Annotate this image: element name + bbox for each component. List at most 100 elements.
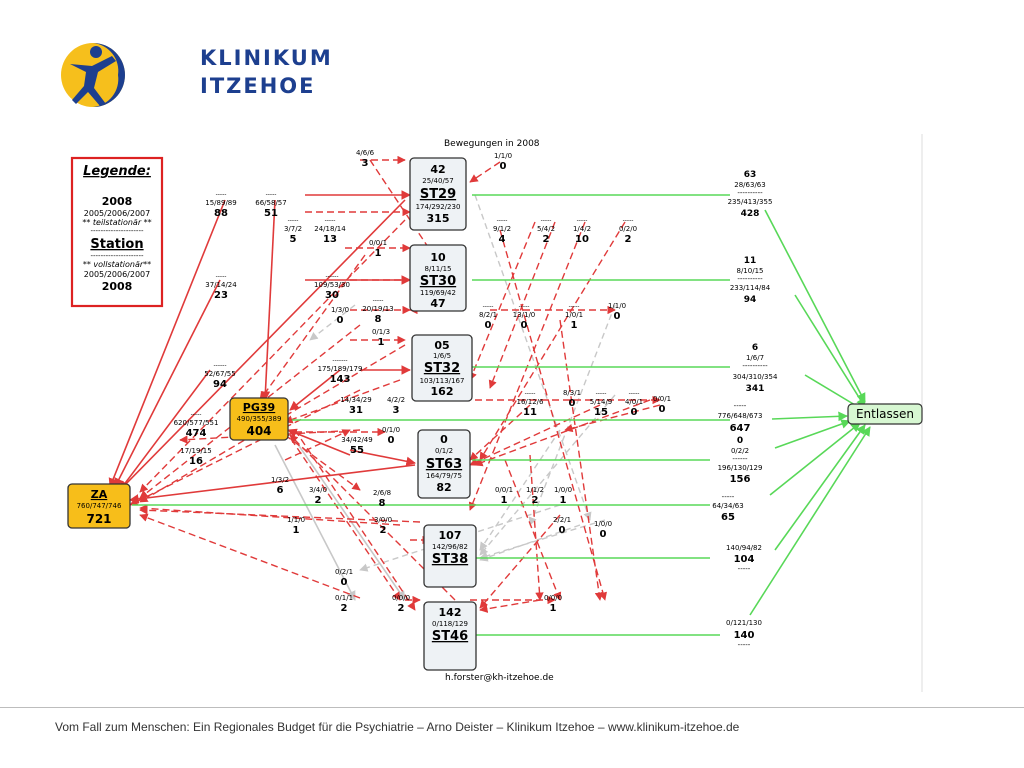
st32-name: ST32 (424, 361, 460, 376)
flow-label-value: 8 (379, 498, 386, 509)
flow-label-value: 0 (521, 320, 528, 331)
node-entlassen: Entlassen (847, 403, 923, 425)
red-solid-flows (108, 190, 416, 504)
pg39-name: PG39 (243, 401, 275, 414)
flow-label-divider: ----- (266, 191, 277, 198)
grey-solid-flows (274, 439, 406, 601)
logo-icon (61, 43, 125, 107)
flow-label-divider: ----- (541, 217, 552, 224)
legend-title: Legende: (83, 164, 151, 179)
flow-label-sub: 0/0/1 (653, 395, 671, 403)
flow-label-divider: ------- (332, 357, 347, 364)
flow-label-divider: ----- (525, 390, 536, 397)
logo-text-line2: ITZEHOE (200, 74, 316, 98)
node-st63: 0 0/1/2 ST63 164/79/75 82 (417, 429, 471, 499)
flow-label-sub: 4/2/2 (387, 396, 405, 404)
flow-label-sub: 1/3/2 (271, 476, 289, 484)
flow-label-sub: 1/1/0 (608, 302, 626, 310)
flow-label-divider: ----- (623, 217, 634, 224)
flow-label-value: 0 (341, 577, 348, 588)
flow-label-divider: ----- (373, 297, 384, 304)
flow-label-sub: 24/18/14 (314, 225, 346, 233)
st63-top: 0 (440, 433, 448, 446)
legend-years: 2005/2006/2007 (84, 209, 150, 218)
r29-e: 428 (741, 209, 760, 219)
flow-label-value: 1 (560, 495, 567, 506)
flow-label-value: 474 (186, 428, 207, 439)
footer-divider (0, 707, 1024, 708)
flow-label-sub: 1/3/0 (331, 306, 349, 314)
red-dashed-flows (129, 155, 661, 613)
right-labels: 63 28/63/63 ---------- 235/413/355 428 1… (712, 170, 778, 649)
flow-label-value: 0 (500, 161, 507, 172)
rpg-c: 647 (730, 423, 751, 434)
rza-b: 64/34/63 (712, 502, 743, 510)
flow-label-value: 1 (293, 525, 300, 536)
flow-label-value: 1 (378, 337, 385, 348)
logo-text-line1: KLINIKUM (200, 46, 333, 70)
flow-labels: 4/6/631/1/00-----15/89/8988-----66/58/57… (174, 149, 671, 614)
flow-label-sub: 5/14/9 (590, 398, 613, 406)
flow-label-divider: ----- (497, 217, 508, 224)
flow-label-sub: 620/577/551 (174, 419, 219, 427)
st63-sub: 0/1/2 (435, 447, 453, 455)
flow-label-sub: 0/1/1 (335, 594, 353, 602)
legend-divider: --------------------- (90, 227, 144, 235)
st29-sub: 25/40/57 (422, 177, 453, 185)
node-st32: 05 1/6/5 ST32 103/113/167 162 (411, 334, 473, 402)
flow-label-sub: 175/189/179 (318, 365, 363, 373)
flow-label-value: 0 (659, 404, 666, 415)
flow-label-sub: 34/42/49 (341, 436, 372, 444)
pg39-sub: 490/355/389 (237, 415, 282, 423)
st29-name: ST29 (420, 187, 456, 202)
r46-c: ----- (738, 641, 751, 649)
flow-label-sub: 3/7/2 (284, 225, 302, 233)
flow-label-sub: 17/19/15 (180, 447, 211, 455)
flow-label-value: 4 (499, 234, 506, 245)
node-st46: 142 0/118/129 ST46 (423, 601, 477, 671)
flow-label-sub: 2/2/1 (553, 516, 571, 524)
flow-label-sub: 52/67/55 (204, 370, 235, 378)
flow-label-value: 1 (375, 248, 382, 259)
flow-label-sub: 0/0/0 (392, 594, 410, 602)
flow-label-value: 8 (375, 314, 382, 325)
green-flows (132, 194, 871, 636)
flow-label-value: 2 (341, 603, 348, 614)
flow-label-value: 0 (631, 407, 638, 418)
flow-label-divider: ----- (216, 273, 227, 280)
st32-bottom: 162 (431, 385, 454, 398)
r63-b: 0/2/2 (731, 447, 749, 455)
flow-label-sub: 0/0/1 (369, 239, 387, 247)
flow-label-sub: 0/1/3 (372, 328, 390, 336)
flow-label-divider: ----- (483, 303, 494, 310)
st29-bottom: 315 (427, 212, 450, 225)
rpg-b: 776/648/673 (718, 412, 763, 420)
flow-label-sub: 1/0/0 (594, 520, 612, 528)
flow-diagram: Bewegungen in 2008 h.forster@kh-itzehoe.… (60, 130, 926, 694)
r32-e: 341 (746, 384, 765, 394)
r32-a: 6 (752, 343, 758, 353)
legend: Legende: 2008 2005/2006/2007 ** teilstat… (70, 156, 164, 308)
legend-year: 2008 (102, 195, 133, 208)
flow-label-divider: ----- (325, 217, 336, 224)
logo: KLINIKUM ITZEHOE (58, 38, 331, 113)
st30-bottom: 47 (430, 297, 445, 310)
flow-label-value: 2 (532, 495, 539, 506)
r38-c: ----- (738, 565, 751, 573)
flow-label-divider: ----- (216, 191, 227, 198)
flow-label-divider: ------ (326, 273, 339, 280)
flow-label-value: 1 (571, 320, 578, 331)
legend-year-2: 2008 (102, 280, 133, 293)
flow-label-value: 2 (315, 495, 322, 506)
r30-a: 11 (744, 256, 757, 266)
flow-label-value: 0 (600, 529, 607, 540)
flow-label-sub: 16/12/6 (517, 398, 545, 406)
diagram-header: Bewegungen in 2008 (444, 139, 540, 149)
flow-label-divider: ----- (519, 303, 530, 310)
rpg-a: ----- (734, 402, 747, 410)
st32-sub: 1/6/5 (433, 352, 451, 360)
flow-label-sub: 15/89/89 (205, 199, 236, 207)
flow-label-value: 51 (264, 208, 278, 219)
flow-label-sub: 8/2/1 (479, 311, 497, 319)
legend-years-2: 2005/2006/2007 (84, 270, 150, 279)
